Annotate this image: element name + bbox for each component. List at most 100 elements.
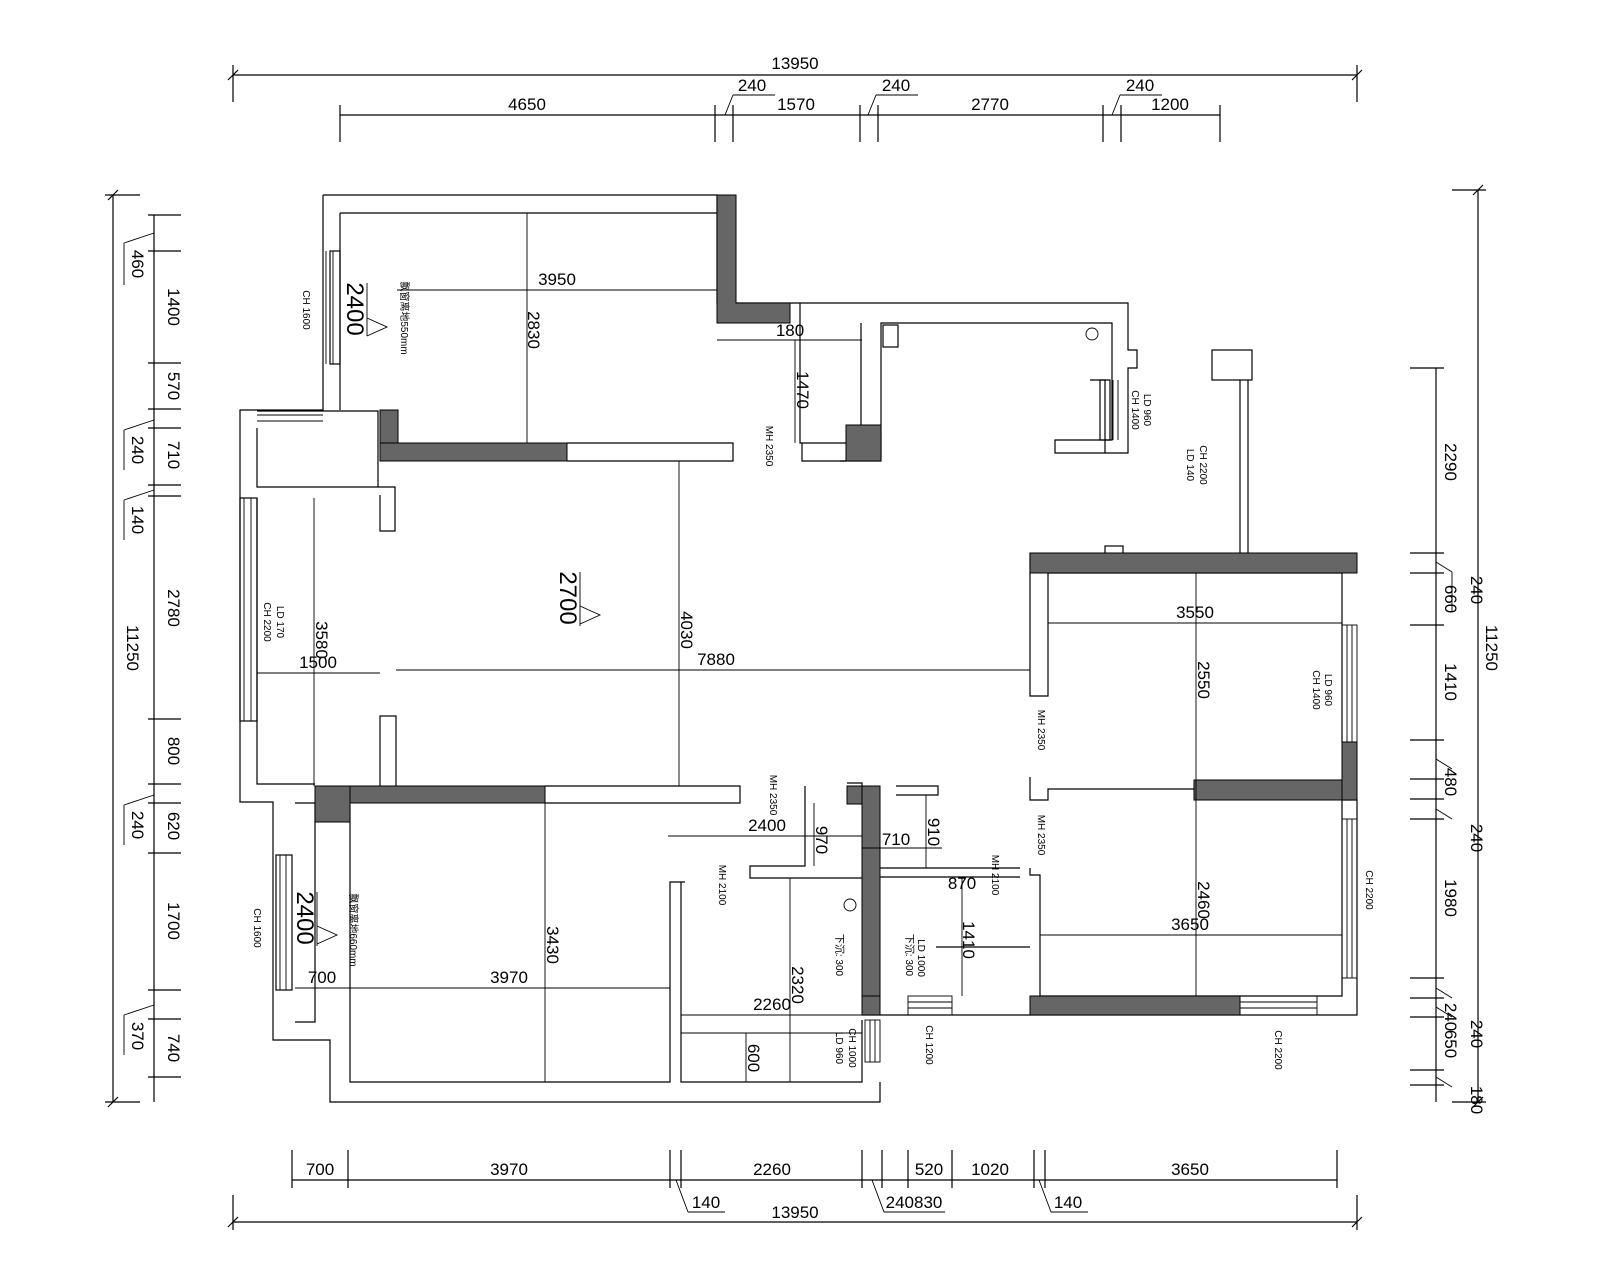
dim-left-140: 140 xyxy=(128,506,147,534)
dim-bottom-140-b: 140 xyxy=(1054,1193,1082,1212)
note-ch1200: CH 1200 xyxy=(923,1025,934,1065)
dim-top-1200: 1200 xyxy=(1151,95,1189,114)
dim-left-800: 800 xyxy=(164,737,183,765)
dim-right-240-a: 240 xyxy=(1467,576,1486,604)
dim-left-240-a: 240 xyxy=(128,436,147,464)
dim-left-1700: 1700 xyxy=(164,902,183,940)
dim-top-240-b: 240 xyxy=(882,76,910,95)
idim-910: 910 xyxy=(924,818,943,846)
walls xyxy=(239,194,1358,1103)
windows xyxy=(243,251,1358,1063)
note-ch1400-a: CH 1400 xyxy=(1129,390,1140,430)
interior-dimension-lines xyxy=(257,213,1342,1082)
dim-left-710: 710 xyxy=(164,441,183,469)
idim-1410: 1410 xyxy=(959,921,978,959)
note-mh2350-d: MH 2350 xyxy=(1035,815,1046,856)
dim-left-370: 370 xyxy=(128,1022,147,1050)
level-markers: 2400 2700 2400 xyxy=(291,282,602,946)
note-beam1: 飘窗离地550mm xyxy=(398,281,411,354)
idim-2550: 2550 xyxy=(1194,661,1213,699)
note-mh2100-b: MH 2100 xyxy=(989,855,1000,896)
dim-left-740: 740 xyxy=(164,1034,183,1062)
note-mh2350-c: MH 2350 xyxy=(767,775,778,816)
dim-bottom-total: 13950 xyxy=(771,1203,818,1222)
dim-top-4650: 4650 xyxy=(508,95,546,114)
idim-3550: 3550 xyxy=(1176,603,1214,622)
dim-right-240-c: 240 xyxy=(1441,1003,1460,1031)
top-dimensions: 13950 4650 240 1570 240 2770 240 1200 xyxy=(227,54,1363,142)
idim-2460: 2460 xyxy=(1194,881,1213,919)
idim-3580: 3580 xyxy=(312,621,331,659)
bottom-dimensions: 700 3970 2260 520 1020 3650 140 240830 1… xyxy=(227,1150,1363,1230)
idim-710: 710 xyxy=(882,830,910,849)
svg-text:2400: 2400 xyxy=(341,282,368,335)
dim-right-total: 11250 xyxy=(1482,625,1501,671)
note-mh2350-a: MH 2350 xyxy=(763,426,774,467)
dim-top-240-c: 240 xyxy=(1126,76,1154,95)
dim-bottom-520: 520 xyxy=(915,1160,943,1179)
dim-left-total: 11250 xyxy=(123,625,142,671)
dim-top-1570: 1570 xyxy=(777,95,815,114)
dim-top-2770: 2770 xyxy=(971,95,1009,114)
idim-2260: 2260 xyxy=(753,995,791,1014)
idim-700: 700 xyxy=(308,968,336,987)
idim-870: 870 xyxy=(948,874,976,893)
dim-left-2780: 2780 xyxy=(164,589,183,627)
level-marker-room2: 2400 xyxy=(291,891,339,946)
dim-right-180: 180 xyxy=(1467,1086,1486,1114)
dim-right-480: 480 xyxy=(1441,768,1460,796)
svg-text:2700: 2700 xyxy=(554,571,581,624)
dim-right-240-d: 240 xyxy=(1467,1020,1486,1048)
dim-left-1400: 1400 xyxy=(164,288,183,326)
dim-bottom-240830: 240830 xyxy=(886,1193,943,1212)
dim-left-460: 460 xyxy=(128,250,147,278)
note-mh2350-b: MH 2350 xyxy=(1035,710,1046,751)
left-dimensions: 11250 460 1400 570 240 710 140 2780 800 … xyxy=(105,189,183,1108)
interior-dimension-text: 3950 2830 180 1470 3580 1500 7880 4030 3… xyxy=(299,270,1214,1072)
note-mh2100-a: MH 2100 xyxy=(716,865,727,906)
right-dimensions: 11250 2290 240 660 1410 480 240 1980 240… xyxy=(1410,184,1501,1114)
idim-2400: 2400 xyxy=(748,816,786,835)
note-ch2200-b: CH 2200 xyxy=(261,602,272,642)
note-ch1600-b: CH 1600 xyxy=(251,908,262,948)
dim-left-620: 620 xyxy=(164,812,183,840)
note-xiachen-b: 下沉: 300 xyxy=(903,934,916,977)
dim-right-650: 650 xyxy=(1441,1030,1460,1058)
dim-right-1410: 1410 xyxy=(1441,663,1460,701)
dim-right-1980: 1980 xyxy=(1441,879,1460,917)
note-ld960-b: LD 960 xyxy=(1322,674,1333,707)
note-ld170: LD 170 xyxy=(274,606,285,639)
note-ld960-c: LD 960 xyxy=(833,1032,844,1065)
note-ld960-a: LD 960 xyxy=(1141,394,1152,427)
note-ch2200-c: CH 2200 xyxy=(1363,870,1374,910)
note-ch1600-a: CH 1600 xyxy=(300,290,311,330)
dim-left-240-b: 240 xyxy=(128,811,147,839)
note-xiachen-a: 下沉: 300 xyxy=(833,934,846,977)
note-ld1000: LD 1000 xyxy=(915,939,926,977)
dim-left-570: 570 xyxy=(164,372,183,400)
note-ch2200-a: CH 2200 xyxy=(1197,445,1208,485)
note-ch1000: CH 1000 xyxy=(846,1028,857,1068)
idim-4030: 4030 xyxy=(677,611,696,649)
dim-bottom-700: 700 xyxy=(306,1160,334,1179)
idim-600: 600 xyxy=(744,1044,763,1072)
note-beam2: 飘窗离地660mm xyxy=(347,893,360,966)
idim-3950: 3950 xyxy=(538,270,576,289)
idim-1500: 1500 xyxy=(299,653,337,672)
dim-right-660: 660 xyxy=(1441,585,1460,613)
concrete-walls xyxy=(314,194,1358,1016)
idim-7880: 7880 xyxy=(697,650,735,669)
idim-3970: 3970 xyxy=(490,968,528,987)
dim-bottom-1020: 1020 xyxy=(971,1160,1009,1179)
level-marker-living: 2700 xyxy=(554,571,602,626)
idim-3430: 3430 xyxy=(543,926,562,964)
dim-bottom-2260: 2260 xyxy=(753,1160,791,1179)
dim-right-2290: 2290 xyxy=(1441,443,1460,481)
notes: CH 1600 飘窗离地550mm MH 2350 LD 960 CH 1400… xyxy=(251,281,1374,1070)
level-marker-room1: 2400 xyxy=(341,282,389,337)
idim-2320: 2320 xyxy=(788,966,807,1004)
dim-bottom-3650: 3650 xyxy=(1171,1160,1209,1179)
idim-2830: 2830 xyxy=(524,311,543,349)
dim-top-240-a: 240 xyxy=(738,76,766,95)
